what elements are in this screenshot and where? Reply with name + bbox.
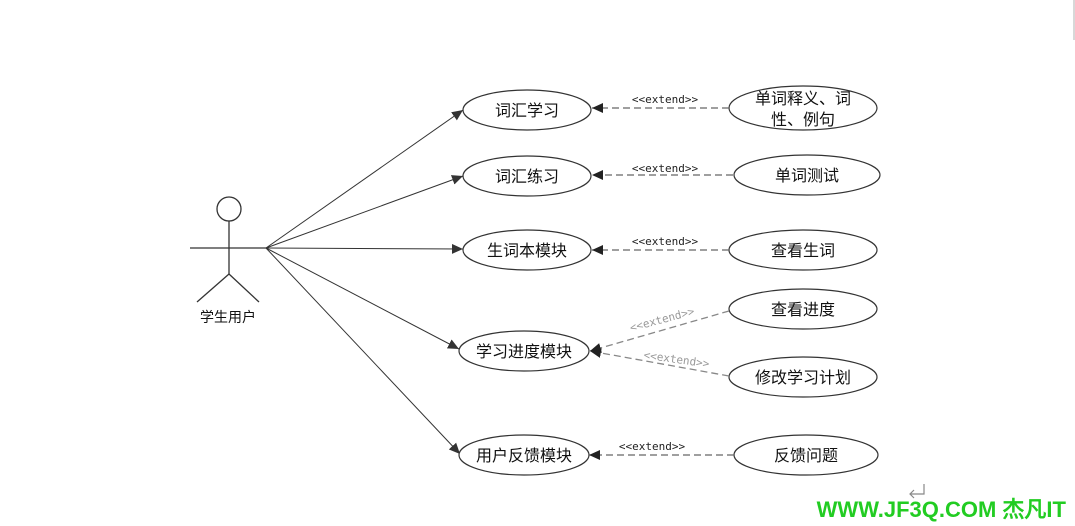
extension-ellipse — [728, 288, 878, 330]
usecase-ellipse — [458, 330, 590, 372]
extension-feedback-issue: 反馈问题 — [733, 434, 879, 476]
actor-head — [216, 196, 242, 222]
extend-line-modify-plan — [589, 348, 730, 377]
usecase-label: 词汇练习 — [495, 167, 559, 186]
extend-stereotype: <<extend>> — [619, 440, 686, 453]
extension-label: 修改学习计划 — [755, 368, 851, 387]
usecase-vocab-study: 词汇学习 — [462, 89, 592, 131]
extension-view-new-words: 查看生词 — [728, 229, 878, 271]
extension-label-line2: 性、例句 — [771, 110, 835, 129]
extension-label: 查看进度 — [771, 300, 835, 319]
assoc-wordbook — [265, 243, 464, 254]
usecase-ellipse — [462, 89, 592, 131]
assoc-progress — [265, 247, 460, 350]
usecase-ellipse — [462, 229, 592, 271]
extension-label: 查看生词 — [771, 241, 835, 260]
extension-modify-plan: 修改学习计划 — [728, 356, 878, 398]
extend-line-view-progress — [589, 310, 730, 353]
usecase-progress: 学习进度模块 — [458, 330, 590, 372]
extend-stereotype: <<extend>> — [632, 162, 699, 175]
associations — [265, 109, 464, 455]
watermark-text: WWW.JF3Q.COM 杰凡IT — [817, 497, 1067, 522]
extend-dependencies: <<extend>> <<extend>> <<extend>> <<exten… — [589, 93, 734, 460]
extension-word-meaning: 单词释义、词 性、例句 — [728, 85, 878, 131]
extension-word-test: 单词测试 — [733, 154, 881, 196]
actor-right-leg — [228, 273, 260, 303]
assoc-vocab-practice — [265, 175, 464, 249]
assoc-vocab-study — [265, 109, 464, 249]
page-edge-line — [1073, 0, 1075, 40]
extend-stereotype: <<extend>> — [632, 235, 699, 248]
extend-stereotype: <<extend>> — [632, 93, 699, 106]
usecase-ellipse — [462, 155, 592, 197]
extension-view-progress: 查看进度 — [728, 288, 878, 330]
actor-label: 学生用户 — [200, 309, 256, 326]
usecase-label: 词汇学习 — [495, 101, 559, 120]
usecase-label: 用户反馈模块 — [476, 446, 572, 465]
assoc-feedback — [265, 247, 461, 455]
usecase-label: 学习进度模块 — [476, 342, 572, 361]
extension-label: 单词测试 — [775, 166, 839, 185]
usecase-label: 生词本模块 — [487, 241, 567, 260]
extension-label: 反馈问题 — [774, 446, 838, 465]
usecase-vocab-practice: 词汇练习 — [462, 155, 592, 197]
return-mark-icon — [909, 484, 925, 499]
extension-ellipse — [733, 154, 881, 196]
usecase-feedback: 用户反馈模块 — [458, 434, 590, 476]
actor-left-leg — [196, 273, 230, 303]
extension-label-line1: 单词释义、词 — [755, 89, 851, 108]
usecase-wordbook: 生词本模块 — [462, 229, 592, 271]
extension-ellipse — [728, 356, 878, 398]
actor-student: 学生用户 — [190, 196, 266, 326]
extend-stereotype: <<extend>> — [643, 348, 711, 370]
